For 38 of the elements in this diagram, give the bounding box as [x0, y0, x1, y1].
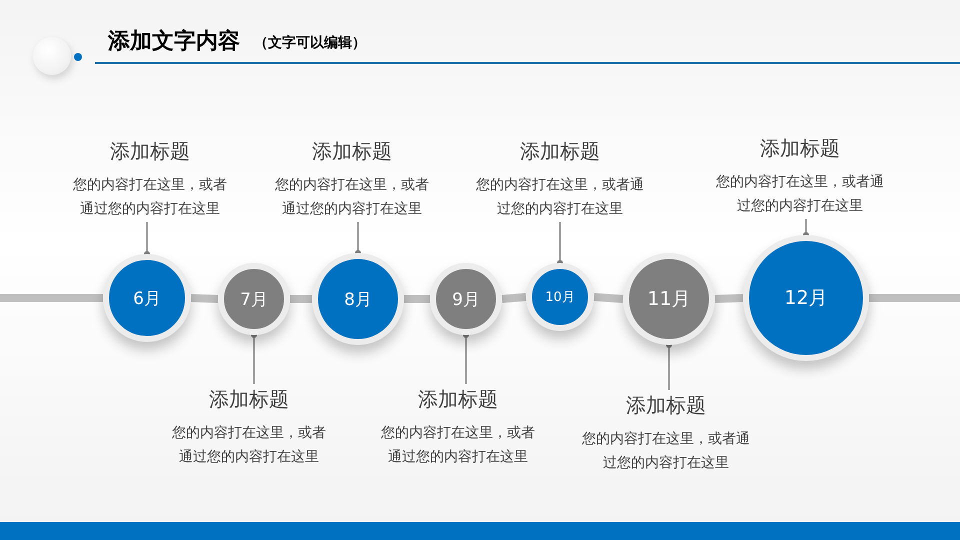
timeline-connector [714, 294, 744, 303]
leader-line [463, 332, 469, 384]
leader-line [355, 222, 361, 256]
milestone-heading: 添加标题 [209, 386, 289, 413]
leader-line [144, 222, 150, 257]
month-circle: 10月 [526, 263, 594, 331]
leader-line [803, 219, 809, 238]
milestone-description: 您的内容打在这里，或者通过您的内容打在这里 [171, 424, 327, 467]
milestone-description: 您的内容打在这里，或者通过您的内容打在这里 [715, 173, 885, 216]
milestone-heading: 添加标题 [110, 138, 190, 165]
leader-line [557, 222, 563, 266]
milestone-description: 您的内容打在这里，或者通过您的内容打在这里 [72, 176, 228, 219]
month-circle: 6月 [103, 254, 191, 342]
milestone-heading: 添加标题 [760, 135, 840, 162]
milestone-heading: 添加标题 [626, 392, 706, 419]
month-circle: 11月 [623, 253, 715, 345]
timeline-connector [190, 294, 218, 303]
timeline-connector [0, 294, 103, 302]
leader-line [666, 342, 672, 390]
milestone-heading: 添加标题 [418, 386, 498, 413]
month-circle: 7月 [218, 263, 290, 335]
slide-subtitle: （文字可以编辑） [254, 34, 366, 52]
month-circle: 9月 [430, 263, 502, 335]
timeline-connector [502, 293, 526, 303]
timeline-connector [869, 294, 960, 302]
timeline-connector [404, 295, 430, 303]
milestone-heading: 添加标题 [520, 138, 600, 165]
leader-line [251, 332, 257, 384]
timeline-connector [290, 295, 312, 303]
month-circle: 8月 [312, 253, 404, 345]
milestone-description: 您的内容打在这里，或者通过您的内容打在这里 [274, 176, 430, 219]
slide-title: 添加文字内容 [108, 28, 240, 56]
month-circle: 12月 [743, 235, 869, 361]
milestone-heading: 添加标题 [312, 138, 392, 165]
milestone-description: 您的内容打在这里，或者通过您的内容打在这里 [475, 176, 645, 219]
timeline-connector [594, 293, 624, 303]
milestone-description: 您的内容打在这里，或者通过您的内容打在这里 [380, 424, 536, 467]
milestone-description: 您的内容打在这里，或者通过您的内容打在这里 [581, 430, 751, 473]
